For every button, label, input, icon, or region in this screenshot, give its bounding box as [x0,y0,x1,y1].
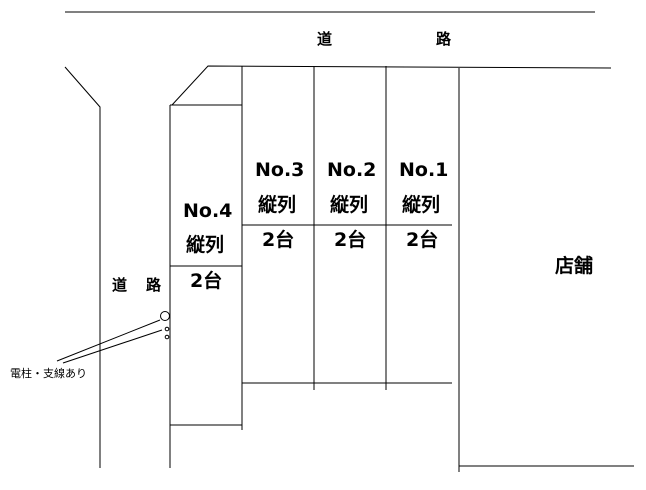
space2-count: 2台 [334,229,367,251]
space3-number: No.3 [255,159,305,181]
pole-note-label: 電柱・支線あり [10,367,87,380]
space3-type: 縦列 [258,194,297,216]
space2-number: No.2 [327,159,377,181]
left-road-label-1: 道 [112,276,128,294]
top-road-label-1: 道 [317,30,333,48]
space3-count: 2台 [262,229,295,251]
space1-type: 縦列 [402,194,441,216]
space1-number: No.1 [399,159,449,181]
space4-number: No.4 [183,200,233,222]
stay-wire-symbol [164,326,170,332]
pole-leader-line [56,319,161,362]
space4-count: 2台 [190,270,223,292]
space1-count: 2台 [406,229,439,251]
pole-leader-line [62,329,163,364]
shop-label: 店舗 [555,255,594,277]
space2-type: 縦列 [330,194,369,216]
left-road-edge [64,66,101,468]
lot-top-boundary [171,65,612,106]
top-road-label-2: 路 [436,30,452,48]
space4-type: 縦列 [186,234,225,256]
left-road-label-2: 路 [146,276,162,294]
stay-wire-symbol [164,334,170,340]
utility-pole-symbol [160,311,170,321]
